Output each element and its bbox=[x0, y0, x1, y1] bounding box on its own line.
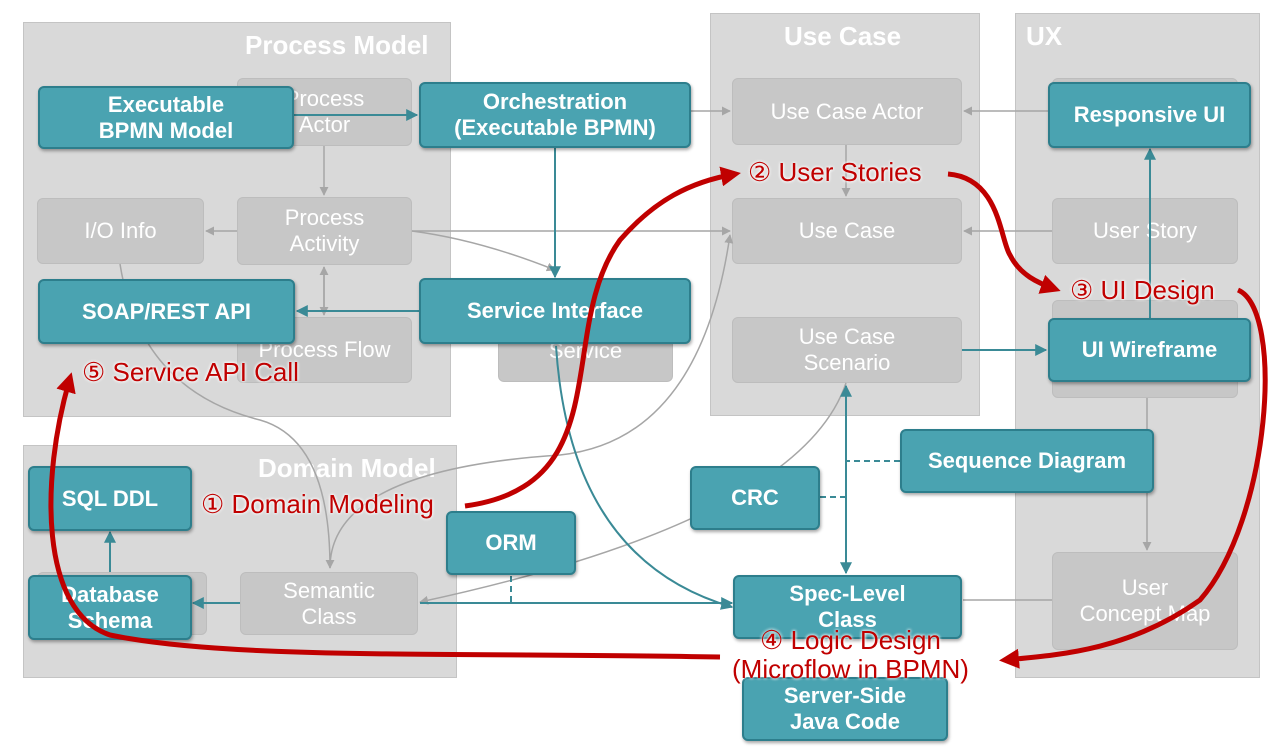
database-schema-box[interactable]: Database Schema bbox=[28, 575, 192, 640]
domain-model-title: Domain Model bbox=[258, 453, 436, 483]
flow-arrow-domain-to-stories bbox=[464, 166, 741, 509]
responsive-ui-box[interactable]: Responsive UI bbox=[1048, 82, 1251, 148]
io-info-box[interactable]: I/O Info bbox=[37, 198, 204, 264]
orchestration-box[interactable]: Orchestration (Executable BPMN) bbox=[419, 82, 691, 148]
connector-semantic-usecase bbox=[329, 234, 734, 569]
user-concept-map-box[interactable]: User Concept Map bbox=[1052, 552, 1238, 650]
use-case-scenario-box[interactable]: Use Case Scenario bbox=[732, 317, 962, 383]
user-story-box[interactable]: User Story bbox=[1052, 198, 1238, 264]
semantic-class-box[interactable]: Semantic Class bbox=[240, 572, 418, 635]
step-logic-design: ④ Logic Design (Microflow in BPMN) bbox=[732, 625, 969, 685]
service-interface-box[interactable]: Service Interface bbox=[419, 278, 691, 344]
process-activity-box[interactable]: Process Activity bbox=[237, 197, 412, 265]
sql-ddl-box[interactable]: SQL DDL bbox=[28, 466, 192, 531]
flow-arrow-uidesign-to-logic bbox=[999, 287, 1268, 669]
sequence-diagram-box[interactable]: Sequence Diagram bbox=[900, 429, 1154, 493]
step-user-stories: ② User Stories bbox=[748, 157, 922, 187]
step-service-api-call: ⑤ Service API Call bbox=[82, 357, 299, 387]
connector-service-spec bbox=[555, 345, 734, 610]
orm-box[interactable]: ORM bbox=[446, 511, 576, 575]
step-domain-modeling: ① Domain Modeling bbox=[201, 489, 434, 519]
spec-level-class-box[interactable]: Spec-Level Class bbox=[733, 575, 962, 639]
step-ui-design: ③ UI Design bbox=[1070, 275, 1215, 305]
use-case-box[interactable]: Use Case bbox=[732, 198, 962, 264]
server-side-java-code-box[interactable]: Server-Side Java Code bbox=[742, 677, 948, 741]
flow-arrow-stories-to-uidesign bbox=[947, 171, 1061, 294]
flow-arrow-logic-to-api bbox=[48, 372, 721, 660]
executable-bpmn-model-box[interactable]: Executable BPMN Model bbox=[38, 86, 294, 149]
use-case-actor-box[interactable]: Use Case Actor bbox=[732, 78, 962, 145]
soap-rest-api-box[interactable]: SOAP/REST API bbox=[38, 279, 295, 344]
use-case-title: Use Case bbox=[784, 21, 902, 51]
ux-title: UX bbox=[1026, 21, 1063, 51]
process-model-title: Process Model bbox=[245, 30, 429, 60]
crc-box[interactable]: CRC bbox=[690, 466, 820, 530]
ui-wireframe-box[interactable]: UI Wireframe bbox=[1048, 318, 1251, 382]
connector-activity-service bbox=[411, 230, 556, 272]
